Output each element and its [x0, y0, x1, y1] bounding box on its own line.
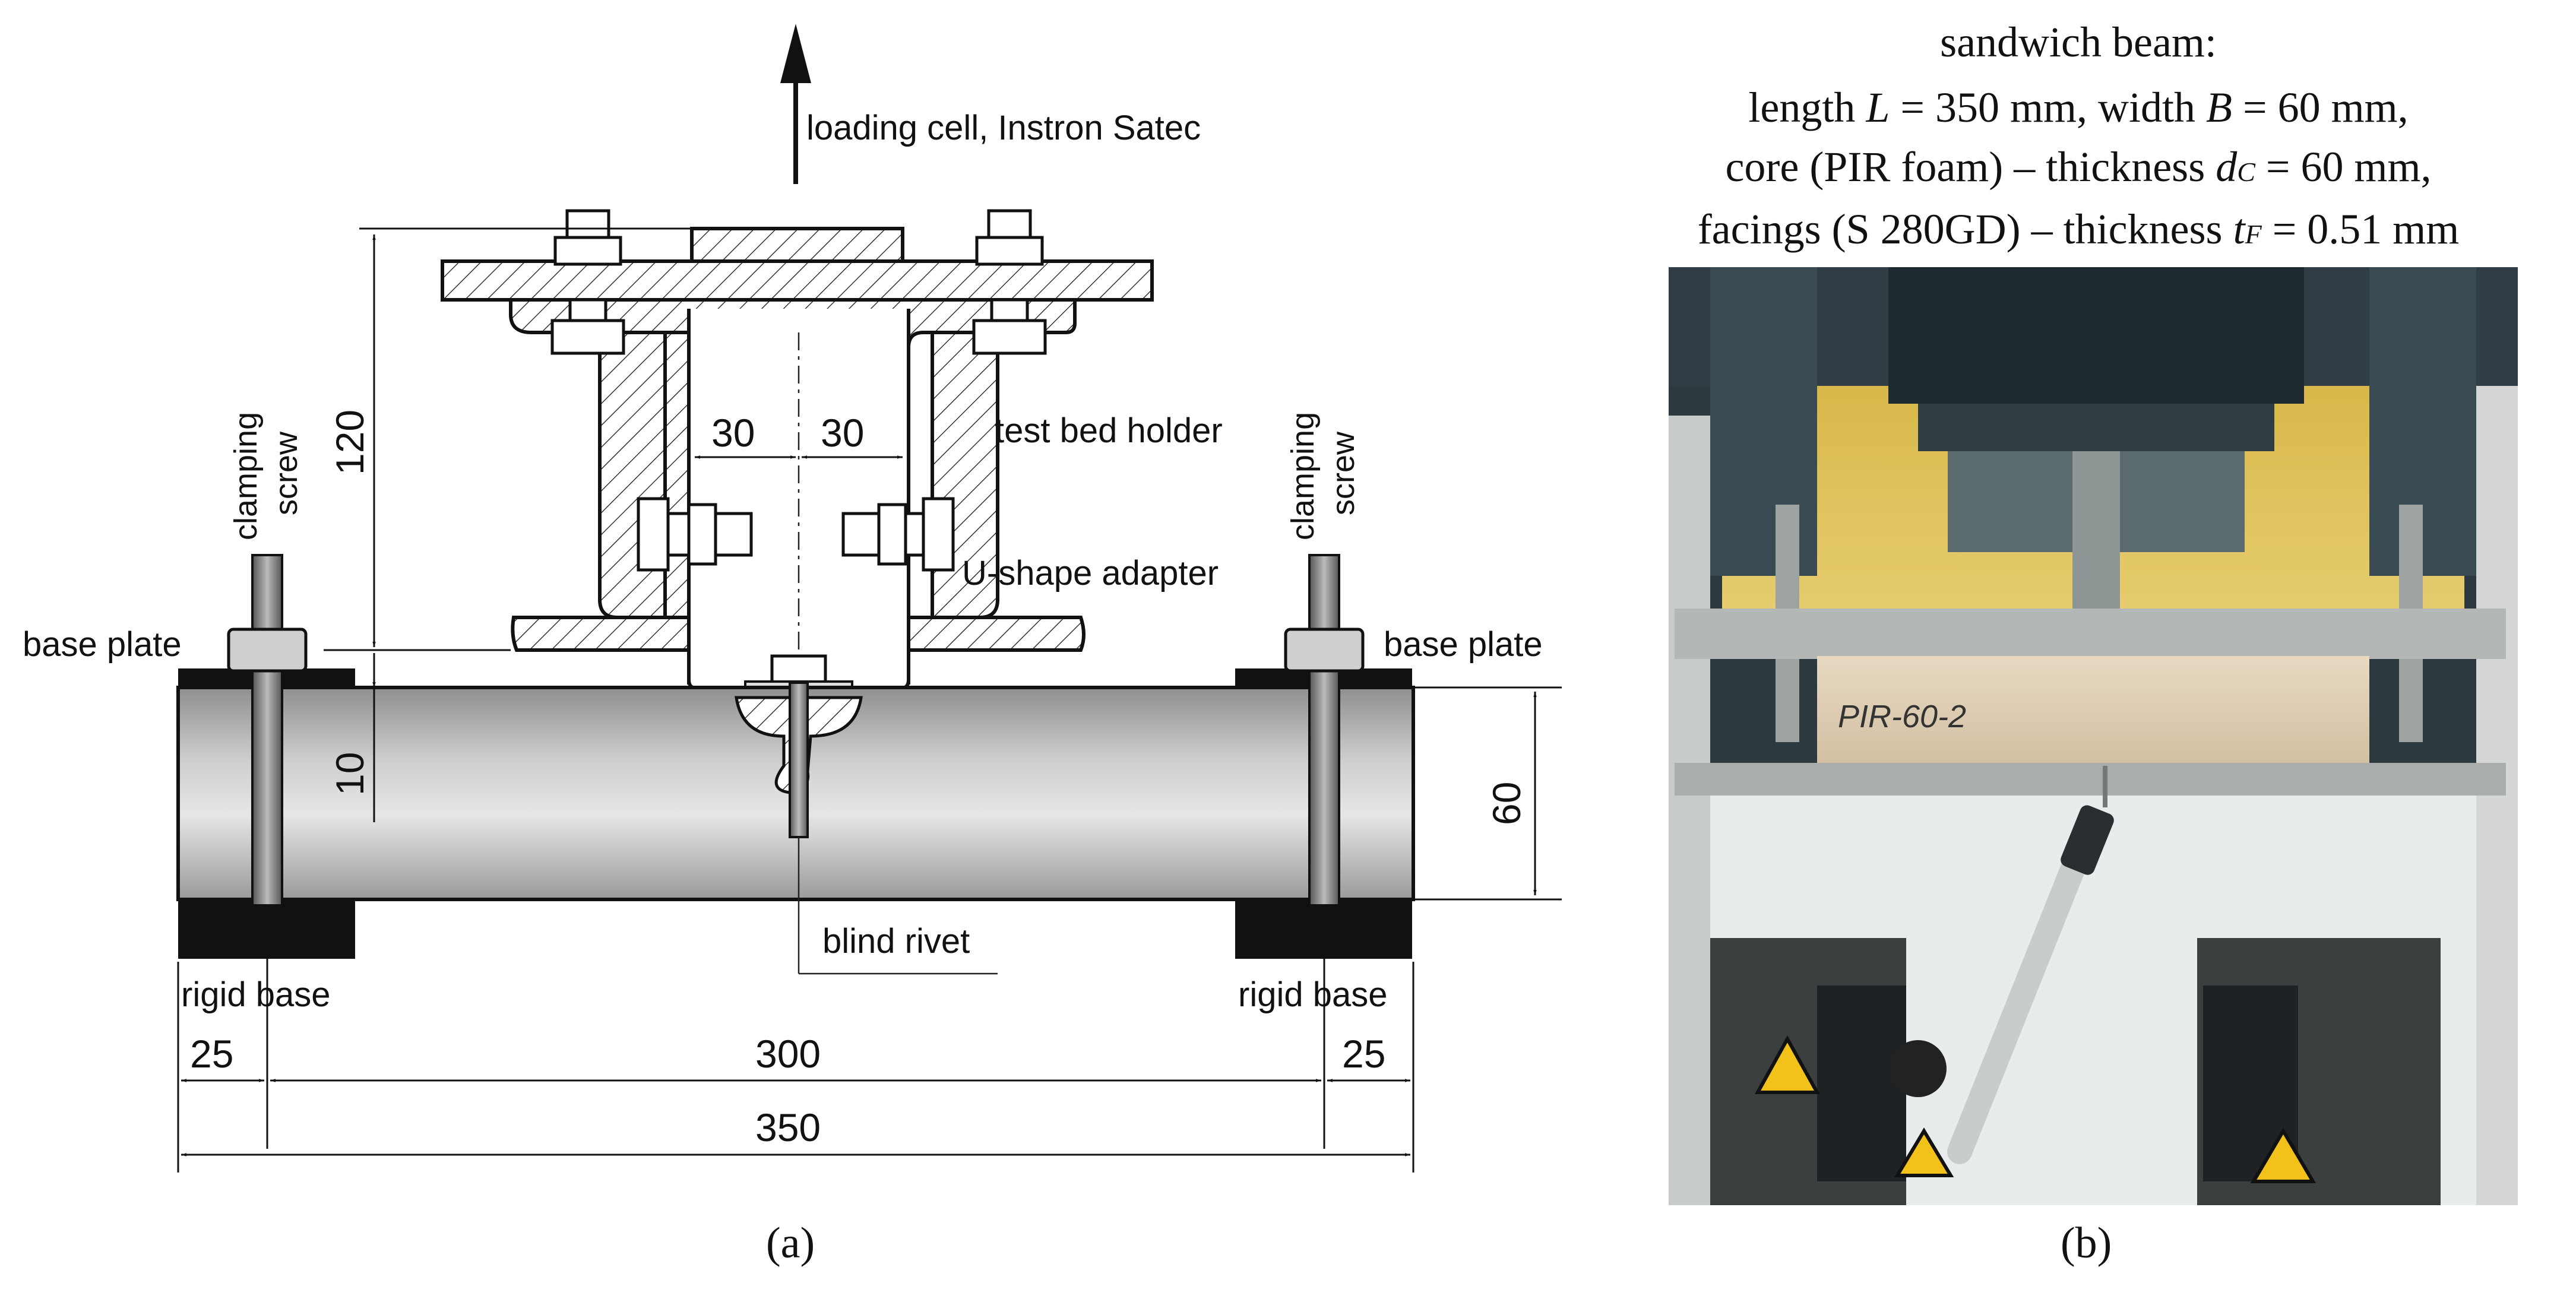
side-bolt-left	[637, 497, 753, 572]
dim-30-right-label: 30	[821, 411, 864, 455]
panel-b-title-line2: length L = 350 mm, width B = 60 mm,	[1748, 84, 2408, 131]
label-blind-rivet: blind rivet	[822, 922, 970, 961]
panel-b-title-line4: facings (S 280GD) – thickness tF = 0.51 …	[1698, 205, 2460, 253]
panel-b: sandwich beam: length L = 350 mm, width …	[1669, 18, 2518, 1268]
dim-25-left-label: 25	[190, 1032, 233, 1076]
top-bolt-right	[972, 209, 1047, 355]
caption-b: (b)	[2061, 1219, 2112, 1268]
label-screw-left: screw	[268, 431, 304, 515]
dim-horizontal: 25 300 25 350	[177, 905, 1414, 1173]
test-photo: PIR-60-2	[1669, 267, 2518, 1205]
dim-120: 120	[324, 227, 692, 651]
panel-a-drawing: loading cell, Instron Satec	[23, 24, 1562, 1268]
specimen-label: PIR-60-2	[1838, 699, 1966, 734]
dim-25-right-label: 25	[1342, 1032, 1385, 1076]
dim-120-label: 120	[328, 410, 372, 475]
panel-b-title-line1: sandwich beam:	[1940, 18, 2217, 66]
side-bolt-right	[841, 497, 955, 572]
label-screw-right: screw	[1325, 431, 1361, 515]
label-test-bed-holder: test bed holder	[995, 411, 1223, 450]
label-u-shape-adapter: U-shape adapter	[962, 554, 1219, 592]
dim-30-left-label: 30	[711, 411, 755, 455]
loading-plate	[441, 259, 1154, 302]
caption-a: (a)	[766, 1219, 815, 1268]
label-loading-cell: loading cell, Instron Satec	[806, 109, 1201, 147]
dim-60: 60	[1413, 686, 1562, 901]
u-adapter-right	[907, 616, 1086, 652]
rivet-nut	[770, 654, 827, 685]
dim-350-label: 350	[755, 1105, 821, 1149]
load-arrow	[780, 24, 811, 184]
dim-10-label: 10	[328, 752, 372, 796]
dim-30-30: 30 30	[695, 411, 903, 459]
blind-rivet	[735, 682, 863, 838]
label-base-plate-right: base plate	[1384, 625, 1543, 664]
dim-10: 10	[328, 653, 376, 822]
label-rigid-base-left: rigid base	[181, 975, 330, 1014]
dim-300-label: 300	[755, 1032, 821, 1076]
label-clamping-right: clamping	[1285, 412, 1321, 540]
u-adapter-left-web	[598, 331, 667, 619]
dim-60-label: 60	[1485, 782, 1528, 825]
label-rigid-base-right: rigid base	[1238, 975, 1387, 1014]
top-bolt-left	[550, 209, 625, 355]
label-clamping-left: clamping	[228, 412, 264, 540]
label-base-plate-left: base plate	[23, 625, 182, 664]
top-block	[690, 227, 904, 263]
panel-b-title-line3: core (PIR foam) – thickness dC = 60 mm,	[1725, 143, 2431, 191]
clamping-screw-left	[227, 554, 308, 907]
